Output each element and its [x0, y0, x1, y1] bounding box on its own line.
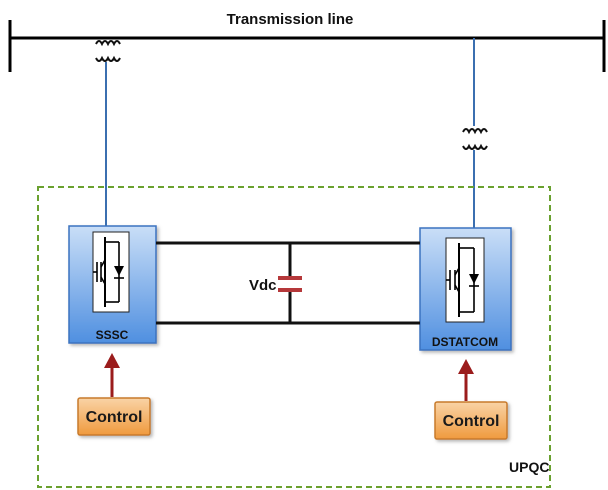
control-block-right — [434, 401, 508, 440]
upqc-label: UPQC — [509, 459, 549, 475]
sssc-label: SSSC — [96, 328, 129, 342]
capacitor-icon — [278, 276, 302, 292]
dstatcom-label: DSTATCOM — [432, 335, 498, 349]
dc-link — [156, 241, 420, 325]
arrow-icon — [458, 359, 474, 401]
transmission-line-label: Transmission line — [227, 11, 354, 28]
arrow-icon — [104, 353, 120, 397]
control-label-left: Control — [86, 409, 143, 426]
control-block-left — [77, 397, 151, 436]
shunt-transformer-icon — [462, 128, 488, 150]
upqc-group-border — [37, 186, 551, 488]
igbt-icon — [92, 231, 130, 313]
control-label-right: Control — [443, 413, 500, 430]
transmission-line — [8, 20, 606, 72]
vdc-label: Vdc — [249, 277, 277, 294]
series-transformer-icon — [95, 40, 121, 62]
igbt-icon — [445, 237, 485, 323]
